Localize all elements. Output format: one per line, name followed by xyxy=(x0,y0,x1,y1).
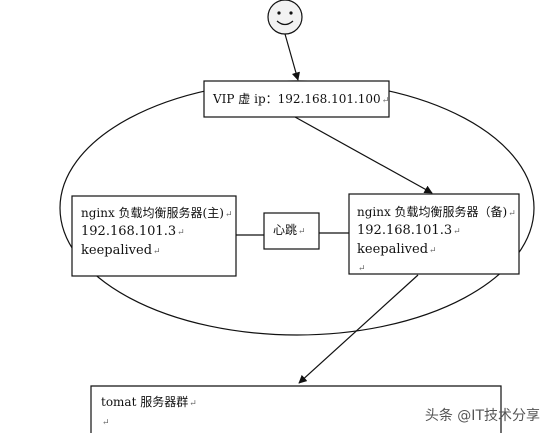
paragraph-mark: ↵ xyxy=(224,210,233,220)
paragraph-mark: ↵ xyxy=(298,227,306,237)
paragraph-mark: ↵ xyxy=(358,264,366,274)
arrow-user-to-vip xyxy=(284,33,300,81)
backup-title: nginx 负载均衡服务器（备)↵ xyxy=(357,205,516,219)
master-ip: 192.168.101.3↵ xyxy=(81,224,185,239)
vip-box xyxy=(203,80,390,118)
backup-ip: 192.168.101.3↵ xyxy=(357,223,461,238)
paragraph-mark: ↵ xyxy=(102,418,110,428)
heartbeat-box xyxy=(263,212,320,250)
vip-label: VIP 虚 ip：192.168.101.100↵ xyxy=(213,92,390,106)
arrow-vip-to-backup xyxy=(294,116,433,194)
watermark-text: 头条 @IT技术分享 xyxy=(424,408,540,424)
paragraph-mark: ↵ xyxy=(153,247,161,257)
tomcat-empty-line: ↵ xyxy=(101,414,110,431)
heartbeat-label: 心跳↵ xyxy=(273,223,306,237)
tomcat-box xyxy=(90,385,502,433)
paragraph-mark: ↵ xyxy=(189,399,197,409)
master-title: nginx 负载均衡服务器(主)↵ xyxy=(81,206,233,220)
paragraph-mark: ↵ xyxy=(453,227,461,237)
user-smiley-icon xyxy=(267,0,303,35)
paragraph-mark: ↵ xyxy=(429,246,437,256)
paragraph-mark: ↵ xyxy=(381,96,390,106)
arrow-backup-to-tomcat xyxy=(298,274,419,384)
backup-service: keepalived↵ xyxy=(357,242,437,257)
paragraph-mark: ↵ xyxy=(177,228,185,238)
master-box xyxy=(71,195,237,277)
backup-box xyxy=(348,193,520,275)
master-service: keepalived↵ xyxy=(81,243,161,258)
tomcat-title: tomat 服务器群↵ xyxy=(101,395,197,409)
backup-empty-line: ↵ xyxy=(357,260,366,277)
paragraph-mark: ↵ xyxy=(508,209,516,219)
